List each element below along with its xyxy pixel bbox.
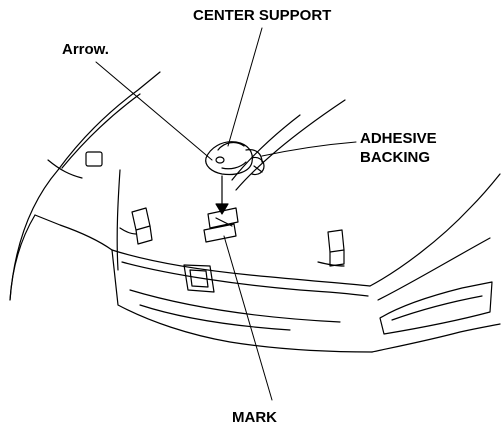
install-arrow <box>216 176 228 214</box>
label-center-support: CENTER SUPPORT <box>193 7 332 24</box>
center-support-part <box>206 142 264 175</box>
leader-arrow <box>96 62 212 160</box>
label-adhesive-line2: BACKING <box>360 149 430 166</box>
leader-adhesive <box>262 142 356 156</box>
hood <box>10 72 160 300</box>
leader-mark <box>224 236 272 400</box>
front-emblem <box>184 265 214 292</box>
left-fender <box>10 152 112 300</box>
right-clip <box>318 230 344 266</box>
left-clip <box>120 208 152 244</box>
label-arrow: Arrow. <box>62 41 109 58</box>
mark-location <box>204 208 238 242</box>
label-adhesive-backing: ADHESIVE BACKING <box>360 129 437 167</box>
label-mark: MARK <box>232 409 277 426</box>
label-adhesive-line1: ADHESIVE <box>360 130 437 147</box>
right-fender <box>370 174 500 352</box>
leader-center-support <box>228 28 262 146</box>
leader-lines <box>96 28 356 400</box>
front-bumper <box>112 250 372 352</box>
adhesive-backing-part <box>246 150 262 172</box>
